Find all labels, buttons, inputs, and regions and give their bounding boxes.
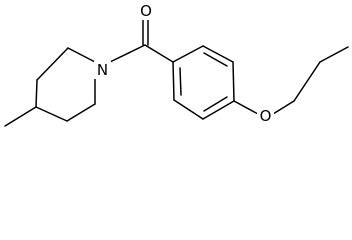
bond-ar-inner-a <box>203 52 228 67</box>
piperidine-nitrogen-label: N <box>97 61 108 79</box>
bond-aryl-ether-o <box>233 100 259 115</box>
bond-pip-c2-n <box>67 47 96 63</box>
bond-pip-c3-c2 <box>36 47 69 81</box>
bond-ar-6-1 <box>172 61 175 101</box>
bond-ar-inner-b <box>203 96 228 112</box>
molecule-diagram: O N O <box>4 2 349 127</box>
bond-n-carbonyl-c <box>109 44 146 63</box>
bond-ar-2-3 <box>202 45 234 63</box>
bond-carbonyl-c-aryl <box>144 44 174 63</box>
bond-ar-5-6 <box>173 99 204 120</box>
bond-propyl-c2-c3 <box>319 46 349 63</box>
bond-ar-1-2 <box>172 45 204 63</box>
bond-pip-c5-c4 <box>35 106 68 122</box>
bond-ar-3-4 <box>232 61 235 102</box>
bond-methyl <box>4 106 37 127</box>
bond-ether-o-c1 <box>272 100 295 115</box>
bond-ar-inner-c <box>179 67 182 96</box>
carbonyl-oxygen-label: O <box>140 2 152 20</box>
bond-propyl-c1-c2 <box>293 61 321 102</box>
bond-ar-4-5 <box>202 100 235 120</box>
bond-pip-c6-c5 <box>66 103 96 122</box>
structure-canvas: O N O <box>4 2 349 127</box>
ether-oxygen-label: O <box>260 107 272 125</box>
bond-pip-c4-c3 <box>35 79 38 108</box>
